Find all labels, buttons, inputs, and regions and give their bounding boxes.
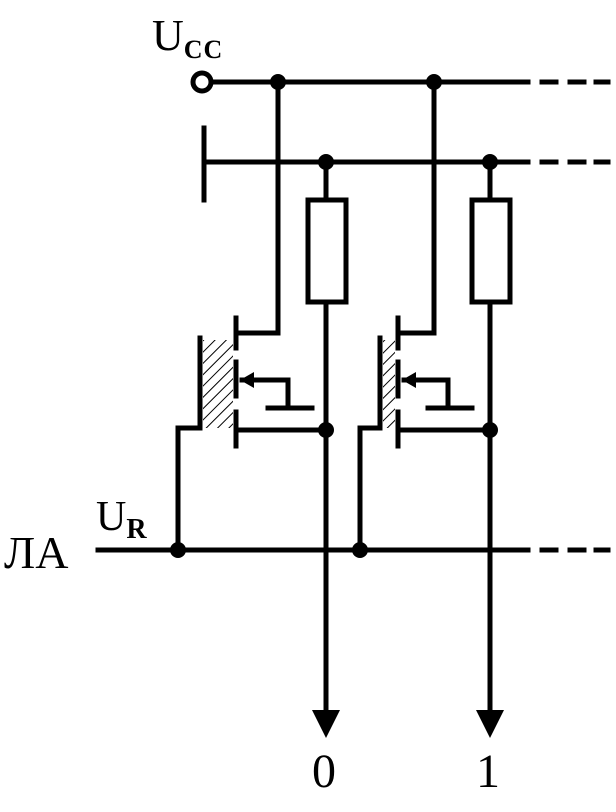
cell-0 [175, 79, 329, 715]
junction-dot [170, 542, 186, 558]
ref-label: UR [96, 494, 147, 544]
output-0-label: 0 [312, 745, 336, 798]
junction-dot [318, 422, 334, 438]
supply-label-subscript: CC [183, 35, 224, 64]
ref-label-main: U [96, 494, 127, 540]
cell-1-gate-hatch [383, 340, 395, 428]
supply-label: UCC [152, 11, 223, 63]
cell-0-resistor [305, 197, 349, 305]
junction-dot [426, 74, 442, 90]
junction-dot [482, 422, 498, 438]
cell-1-resistor [469, 197, 513, 305]
supply-label-main: U [152, 11, 184, 60]
ref-label-subscript: R [126, 514, 147, 545]
cell-1 [357, 79, 493, 715]
junction-dot [318, 154, 334, 170]
junction-dot [270, 74, 286, 90]
bias-rail [201, 125, 531, 203]
output-0-arrow [312, 710, 340, 738]
cell-0-gate-hatch [203, 340, 233, 428]
junction-dots [170, 74, 498, 558]
output-1-label: 1 [476, 745, 500, 798]
left-label: ЛА [4, 527, 69, 578]
cell-1-substrate-arrow [402, 372, 416, 388]
junction-dot [352, 542, 368, 558]
output-1-arrow [476, 710, 504, 738]
cell-0-substrate-arrow [240, 372, 254, 388]
supply-terminal [190, 70, 214, 94]
junction-dot [482, 154, 498, 170]
